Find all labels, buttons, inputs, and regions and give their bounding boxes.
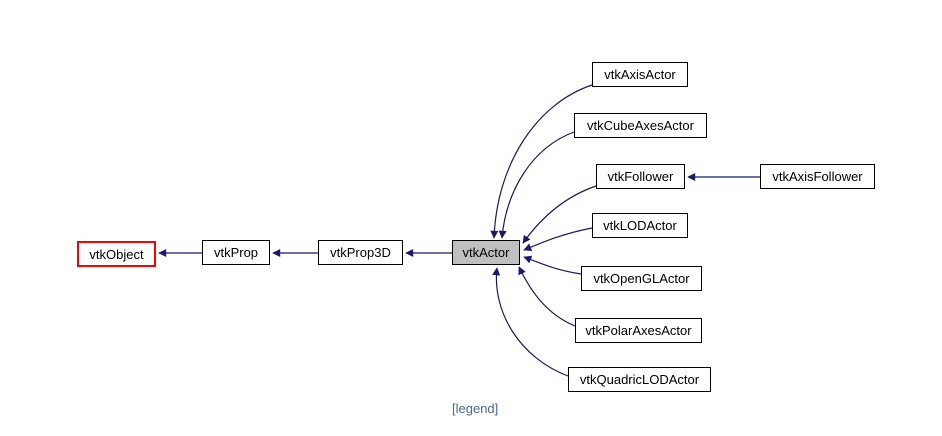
- node-vtkpolaraxesactor[interactable]: vtkPolarAxesActor: [575, 318, 702, 343]
- node-vtkquadriclodactor[interactable]: vtkQuadricLODActor: [568, 367, 711, 392]
- node-vtkfollower[interactable]: vtkFollower: [596, 164, 685, 189]
- edge-vtkquadriclodactor-to-vtkactor: [492, 267, 569, 377]
- legend-link[interactable]: [legend]: [452, 401, 499, 416]
- edge-vtkcubeaxesactor-to-vtkactor: [498, 131, 575, 239]
- node-vtkactor: vtkActor: [452, 240, 520, 265]
- edge-vtkpolaraxesactor-to-vtkactor: [518, 266, 576, 327]
- node-vtklodactor[interactable]: vtkLODActor: [592, 213, 688, 238]
- node-vtkobject[interactable]: vtkObject: [77, 241, 156, 267]
- node-vtkopenglactor[interactable]: vtkOpenGLActor: [581, 266, 702, 291]
- edge-vtkopenglactor-to-vtkactor: [523, 255, 582, 275]
- edge-vtklodactor-to-vtkactor: [523, 227, 593, 251]
- node-vtkaxisfollower[interactable]: vtkAxisFollower: [760, 164, 875, 189]
- edge-vtkfollower-to-vtkactor: [522, 185, 597, 244]
- node-vtkprop3d[interactable]: vtkProp3D: [318, 240, 403, 265]
- node-vtkaxisactor[interactable]: vtkAxisActor: [592, 62, 688, 87]
- edge-vtkaxisactor-to-vtkactor: [490, 84, 593, 239]
- node-vtkcubeaxesactor[interactable]: vtkCubeAxesActor: [574, 113, 707, 138]
- node-vtkprop[interactable]: vtkProp: [202, 240, 270, 265]
